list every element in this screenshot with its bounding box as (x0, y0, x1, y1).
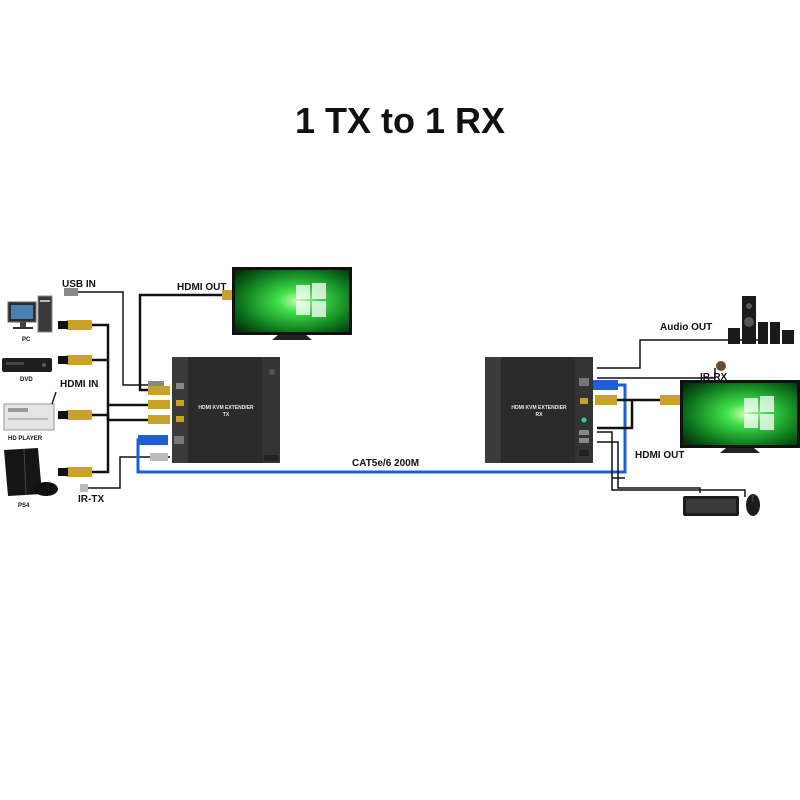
source-label-ps4: PS4 (18, 503, 30, 509)
tx-device-sublabel: TX (223, 412, 230, 418)
speaker-system-icon (728, 296, 794, 344)
usb-in-cable (78, 291, 160, 386)
rx-device-label: HDMI KVM EXTENDIER (511, 405, 567, 411)
ir-tx-cable (88, 456, 170, 489)
pc-icon (7, 295, 53, 333)
ir-rx-sensor-icon (716, 361, 726, 371)
diagram-title: 1 TX to 1 RX (294, 100, 506, 141)
cable-label: CAT5e/6 200M (352, 458, 419, 469)
hdmi-in-label: HDMI IN (60, 379, 98, 390)
tx-device-label: HDMI KVM EXTENDIER (198, 405, 254, 411)
rx-monitor-icon (680, 380, 800, 453)
tx-monitor-icon (232, 267, 352, 340)
ir-rx-label: IR-RX (700, 372, 728, 383)
rx-cables (597, 339, 758, 497)
source-label-pc: PC (22, 337, 31, 343)
hdmi-out-label-tx: HDMI OUT (177, 282, 226, 293)
source-label-dvd: DVD (20, 377, 33, 383)
hd-player-icon (3, 391, 57, 431)
mouse-icon (746, 494, 760, 516)
ir-tx-label: IR-TX (78, 494, 104, 505)
hdmi-out-label-rx: HDMI OUT (635, 450, 684, 461)
ps4-icon (4, 448, 58, 496)
usb-in-label: USB IN (62, 279, 96, 290)
hdmi-plugs-left (66, 320, 92, 477)
tx-extender-device (172, 357, 280, 463)
audio-out-label: Audio OUT (660, 322, 712, 333)
source-label-hd-player: HD PLAYER (8, 436, 43, 442)
rx-extender-device (485, 357, 593, 463)
rx-device-sublabel: RX (536, 412, 544, 418)
hdmi-input-cables (92, 323, 170, 474)
dvd-icon (2, 358, 52, 372)
keyboard-icon (683, 496, 739, 516)
